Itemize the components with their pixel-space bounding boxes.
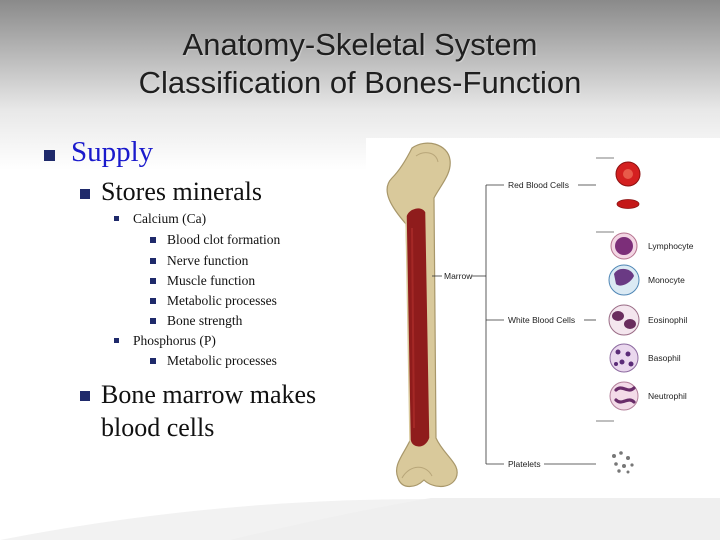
bullet-calcium-text: Calcium (Ca) [133,211,207,226]
bullet-square-icon [150,237,156,243]
lymphocyte-label: Lymphocyte [648,241,694,251]
red-blood-cell-icon [615,161,641,209]
bullet-square-icon [80,391,90,401]
bone-marrow-figure: Marrow Red Blood Cells White Blood Cells… [366,138,720,498]
bullet-square-icon [44,150,55,161]
bullet-square-icon [150,278,156,284]
title-line-1: Anatomy-Skeletal System [182,27,538,62]
calcium-item-text: Metabolic processes [167,293,277,308]
bullet-square-icon [114,338,119,343]
bullet-square-icon [114,216,119,221]
bullet-bone-marrow-text: Bone marrow makes blood cells [101,380,317,442]
phosphorus-item-text: Metabolic processes [167,353,277,368]
eosinophil-icon [608,304,640,336]
bullet-square-icon [150,318,156,324]
phosphorus-item: Metabolic processes [150,353,277,369]
basophil-icon [609,343,639,373]
bullet-stores-minerals-text: Stores minerals [101,177,263,206]
bullet-square-icon [150,298,156,304]
title-line-2: Classification of Bones-Function [138,65,582,100]
marrow-label: Marrow [444,271,473,281]
monocyte-icon [608,264,640,296]
basophil-label: Basophil [648,353,681,363]
monocyte-label: Monocyte [648,275,685,285]
bullet-square-icon [150,358,156,364]
calcium-item: Muscle function [150,273,255,289]
bullet-stores-minerals: Stores minerals [80,177,262,207]
bullet-square-icon [150,258,156,264]
calcium-item: Metabolic processes [150,293,277,309]
bullet-bone-marrow: Bone marrow makes blood cells [80,378,350,444]
bullet-phosphorus-text: Phosphorus (P) [133,333,216,348]
calcium-item-text: Blood clot formation [167,232,281,247]
platelets-icon [612,451,634,474]
neutrophil-icon [609,381,639,411]
calcium-item: Bone strength [150,313,242,329]
platelets-label: Platelets [508,459,541,469]
calcium-item: Nerve function [150,253,248,269]
bullet-supply-text: Supply [71,136,154,168]
marrow-cavity [405,206,431,448]
bullet-supply: Supply [44,136,153,169]
slide-title: Anatomy-Skeletal System Classification o… [0,26,720,102]
calcium-item-text: Muscle function [167,273,256,288]
calcium-item-text: Bone strength [167,313,243,328]
red-blood-cells-label: Red Blood Cells [508,180,569,190]
calcium-item: Blood clot formation [150,232,280,248]
calcium-item-text: Nerve function [167,253,249,268]
white-blood-cells-label: White Blood Cells [508,315,575,325]
neutrophil-label: Neutrophil [648,391,687,401]
lymphocyte-icon [610,232,638,260]
bullet-square-icon [80,189,90,199]
bullet-calcium: Calcium (Ca) [114,211,206,227]
bullet-phosphorus: Phosphorus (P) [114,333,216,349]
eosinophil-label: Eosinophil [648,315,687,325]
